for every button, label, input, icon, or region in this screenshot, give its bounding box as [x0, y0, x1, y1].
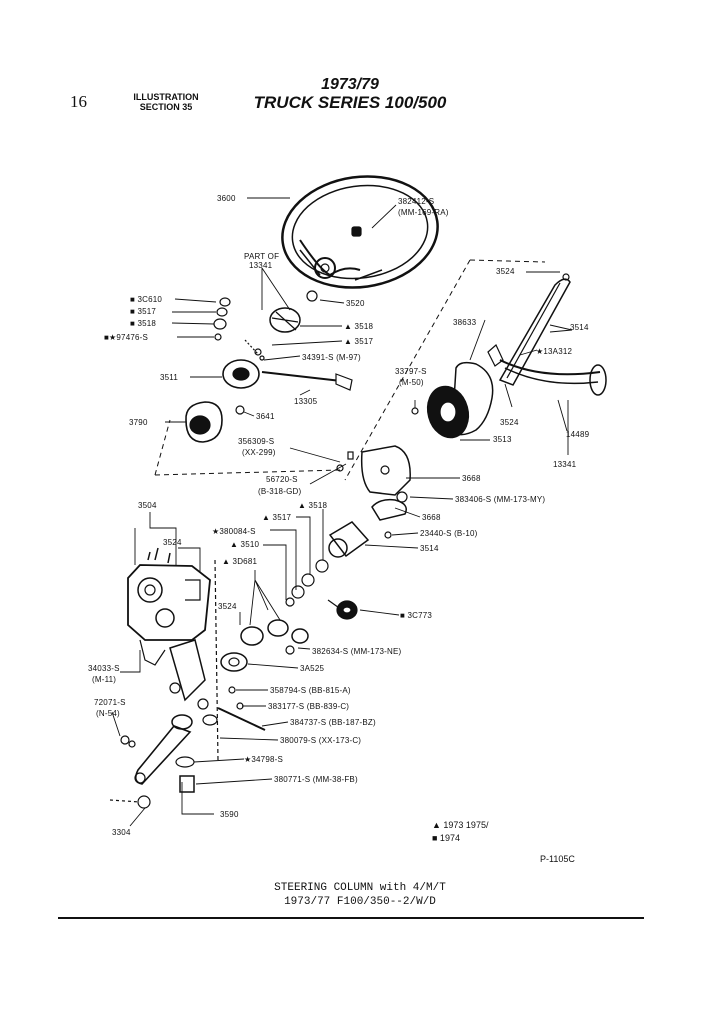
legend-triangle: ▲ 1973 1975/	[432, 820, 489, 830]
part-label: 3504	[138, 501, 157, 510]
part-label: 34391-S (M-97)	[302, 353, 361, 362]
part-label: ▲ 3518	[344, 322, 374, 331]
part-label: 380079-S (XX-173-C)	[280, 736, 362, 745]
part-label: 3514	[420, 544, 439, 553]
part-label: 3513	[493, 435, 512, 444]
part-label: 3524	[500, 418, 519, 427]
part-label: 383406-S (MM-173-MY)	[455, 495, 546, 504]
part-label: ■ 3C610	[130, 295, 163, 304]
part-label: (M-50)	[399, 378, 424, 387]
part-label: 3304	[112, 828, 131, 837]
part-label: 38633	[453, 318, 477, 327]
part-label: 3590	[220, 810, 239, 819]
part-label: ▲ 3517	[344, 337, 374, 346]
part-label: (M-11)	[92, 675, 117, 684]
part-label: 3668	[462, 474, 481, 483]
part-label: 380771-S (MM-38-FB)	[274, 775, 358, 784]
part-label: (N-54)	[96, 709, 120, 718]
legend-square: ■ 1974	[432, 833, 460, 843]
part-label: 56720-S	[266, 475, 298, 484]
frame-dashed-lines	[154, 259, 546, 481]
section-label: SECTION 35	[139, 102, 193, 112]
part-label: ▲ 3510	[230, 540, 260, 549]
part-label: 356309-S	[238, 437, 275, 446]
part-label: ■ 3518	[130, 319, 157, 328]
part-label: 382412-S	[398, 197, 435, 206]
column-tube-drawing	[336, 273, 607, 496]
part-label: ■ 3C773	[400, 611, 433, 620]
part-label: 23440-S (B-10)	[420, 529, 478, 538]
part-label: (B-318-GD)	[258, 487, 302, 496]
part-label: ▲ 3D681	[222, 557, 258, 566]
part-label: 3514	[570, 323, 589, 332]
part-label: 358794-S (BB-815-A)	[270, 686, 351, 695]
part-label: 384737-S (BB-187-BZ)	[290, 718, 376, 727]
part-label: 3524	[218, 602, 237, 611]
page-number: 16	[70, 92, 87, 111]
part-label: ★380084-S	[212, 527, 256, 536]
part-label: 13341	[553, 460, 577, 469]
figure-code: P-1105C	[540, 854, 575, 864]
part-label: 383177-S (BB-839-C)	[268, 702, 350, 711]
part-label: ▲ 3517	[262, 513, 292, 522]
steering-wheel-drawing	[281, 175, 439, 289]
part-label: 3641	[256, 412, 275, 421]
part-label: 33797-S	[395, 367, 427, 376]
part-label: 3600	[217, 194, 236, 203]
title-series: TRUCK SERIES 100/500	[253, 93, 447, 112]
part-label: ★34798-S	[244, 755, 284, 764]
part-label: 3520	[346, 299, 365, 308]
part-label: 3A525	[300, 664, 325, 673]
divider-rule	[58, 917, 644, 919]
part-label: 3668	[422, 513, 441, 522]
part-label: 3524	[163, 538, 182, 547]
part-label: 3524	[496, 267, 515, 276]
part-label: 13341	[249, 261, 273, 270]
part-label: ■★97476-S	[104, 333, 149, 342]
part-label: 3790	[129, 418, 148, 427]
caption-line-2: 1973/77 F100/350--2/W/D	[284, 896, 436, 908]
part-label: 3511	[160, 373, 179, 382]
title-years: 1973/79	[321, 76, 379, 93]
leader-lines	[111, 197, 573, 827]
illustration-label: ILLUSTRATION	[133, 92, 199, 102]
part-label: 14489	[566, 430, 590, 439]
part-label: (MM-169-RA)	[398, 208, 449, 217]
part-label: 72071-S	[94, 698, 126, 707]
hub-parts-drawing	[185, 290, 353, 443]
caption-line-1: STEERING COLUMN with 4/M/T	[274, 882, 446, 894]
part-label: 34033-S	[88, 664, 120, 673]
part-label: PART OF	[244, 252, 280, 261]
part-label: 382634-S (MM-173-NE)	[312, 647, 402, 656]
lower-column-drawing	[220, 491, 408, 672]
part-label: ■ 3517	[130, 307, 157, 316]
part-label: ★13A312	[536, 347, 573, 356]
pitman-arm-drawing	[109, 559, 219, 809]
steering-gear-drawing	[127, 547, 266, 731]
part-label: ▲ 3518	[298, 501, 328, 510]
part-label: (XX-299)	[242, 448, 276, 457]
part-label: 13305	[294, 397, 318, 406]
